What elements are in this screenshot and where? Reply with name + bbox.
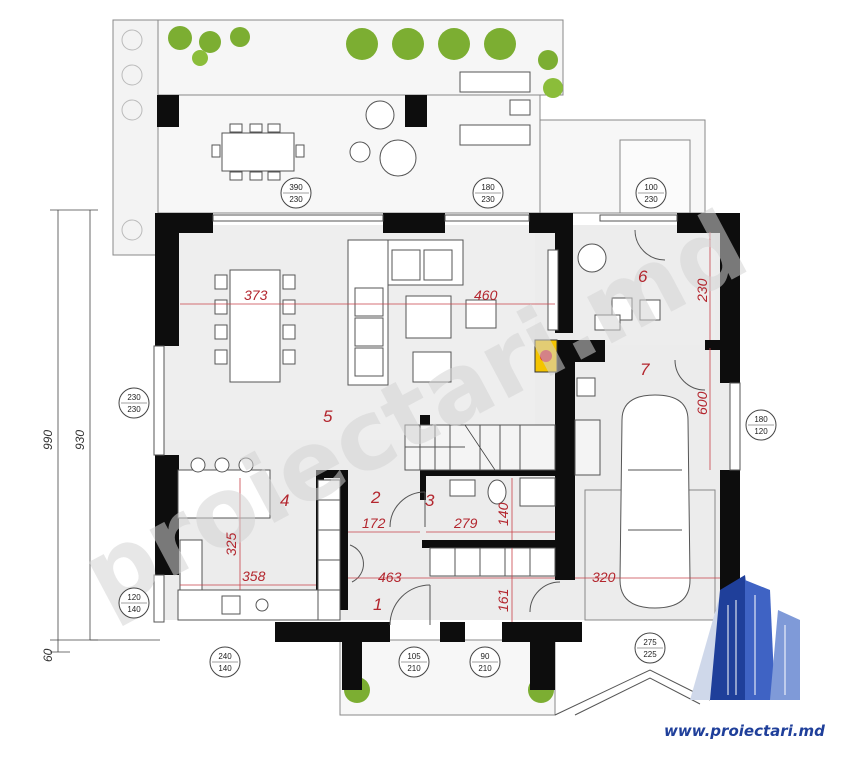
dimension-label: 600 — [694, 391, 710, 415]
room-number: 4 — [280, 491, 289, 510]
dimension-labels: 373 460 230 600 172 279 140 325 358 463 … — [223, 278, 710, 612]
windows — [153, 214, 741, 623]
overall-dimension-label: 930 — [73, 430, 87, 450]
dining-table — [214, 269, 296, 383]
opening-tag: 180 120 — [745, 409, 777, 441]
site-outline — [112, 19, 711, 716]
svg-text:100: 100 — [644, 183, 658, 192]
dimension-label: 161 — [495, 589, 511, 612]
dimension-label: 279 — [453, 515, 478, 531]
svg-text:230: 230 — [127, 393, 141, 402]
svg-text:105: 105 — [407, 652, 421, 661]
svg-text:90: 90 — [481, 652, 490, 661]
dimension-label: 358 — [242, 568, 266, 584]
staircase — [404, 419, 601, 476]
opening-tag: 120 140 — [118, 587, 150, 619]
svg-text:230: 230 — [644, 195, 658, 204]
opening-tag: 180 230 — [472, 177, 504, 209]
dimension-label: 325 — [223, 532, 239, 556]
svg-text:140: 140 — [218, 664, 232, 673]
opening-tag: 105 210 — [398, 646, 430, 678]
kitchen — [177, 457, 341, 621]
terrace-furniture — [211, 71, 531, 181]
svg-text:230: 230 — [127, 405, 141, 414]
doors — [349, 229, 706, 626]
bathroom-fixtures — [429, 477, 556, 577]
overall-dimension-label: 60 — [41, 648, 55, 662]
living-furniture — [347, 239, 559, 386]
boiler-room-fixtures — [576, 243, 661, 397]
svg-text:210: 210 — [478, 664, 492, 673]
opening-tag: 275 225 — [634, 632, 666, 664]
svg-text:390: 390 — [289, 183, 303, 192]
svg-text:230: 230 — [289, 195, 303, 204]
opening-tag: 90 210 — [469, 646, 501, 678]
room-number: 3 — [425, 491, 435, 510]
svg-text:230: 230 — [481, 195, 495, 204]
room-labels: 1 2 3 4 5 6 7 — [280, 267, 650, 614]
svg-text:120: 120 — [754, 427, 768, 436]
dimension-label: 230 — [694, 278, 710, 303]
dimension-lines — [180, 232, 720, 622]
overall-dimension-label: 990 — [41, 430, 55, 450]
svg-text:140: 140 — [127, 605, 141, 614]
opening-tag: 100 230 — [635, 177, 667, 209]
logo-icon — [690, 575, 800, 700]
dimension-label: 463 — [378, 569, 402, 585]
room-number: 6 — [638, 267, 648, 286]
svg-text:180: 180 — [481, 183, 495, 192]
svg-text:225: 225 — [643, 650, 657, 659]
car-icon — [584, 394, 716, 621]
fireplace-icon — [534, 339, 558, 373]
brand-url: www.proiectari.md — [664, 722, 825, 740]
room-number: 1 — [373, 595, 382, 614]
opening-tags: 390 230 180 230 100 230 230 230 180 120 — [118, 177, 777, 678]
opening-tag: 390 230 — [280, 177, 312, 209]
room-number: 2 — [370, 488, 381, 507]
dimension-label: 373 — [244, 287, 268, 303]
dimension-label: 172 — [362, 515, 386, 531]
svg-text:180: 180 — [754, 415, 768, 424]
overall-dimension-labels: 990 930 60 — [41, 430, 87, 662]
svg-text:120: 120 — [127, 593, 141, 602]
svg-text:240: 240 — [218, 652, 232, 661]
overall-dimension-lines — [50, 209, 160, 653]
dimension-label: 320 — [592, 569, 616, 585]
opening-tag: 240 140 — [209, 646, 241, 678]
room-number: 7 — [640, 360, 650, 379]
dimension-label: 140 — [495, 502, 511, 526]
dimension-label: 460 — [474, 287, 498, 303]
svg-text:210: 210 — [407, 664, 421, 673]
walls — [155, 95, 740, 690]
room-number: 5 — [323, 407, 333, 426]
opening-tag: 230 230 — [118, 387, 150, 419]
svg-text:275: 275 — [643, 638, 657, 647]
